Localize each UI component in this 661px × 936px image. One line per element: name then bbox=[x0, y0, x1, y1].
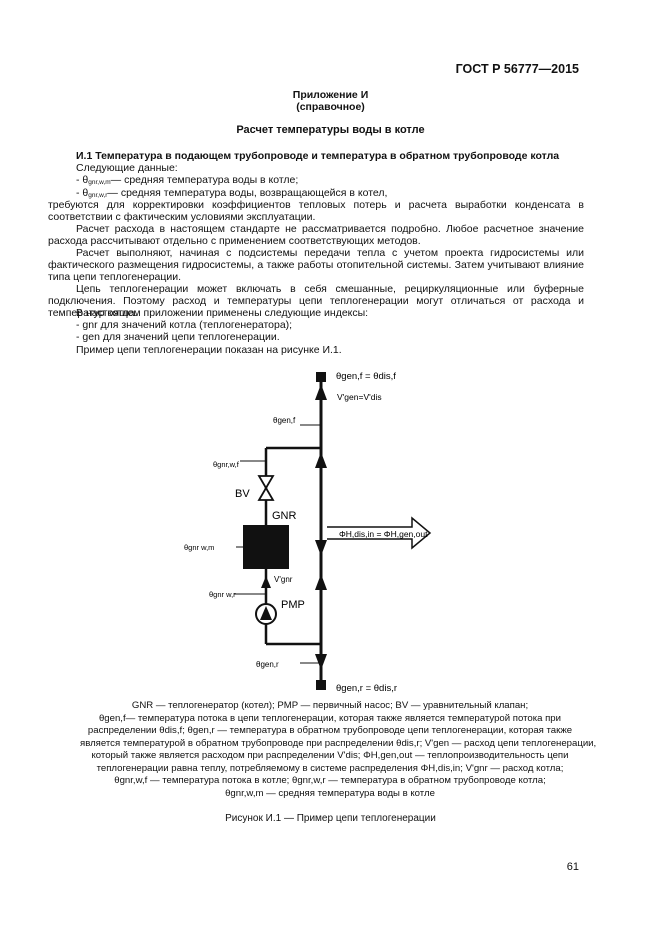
bottom-node bbox=[316, 680, 326, 690]
figure-legend: GNR — теплогенератор (котел); PMP — перв… bbox=[80, 700, 597, 800]
paragraph: требуются для корректировки коэффициенто… bbox=[48, 199, 584, 224]
list-item: - gnr для значений котла (теплогенератор… bbox=[76, 319, 293, 332]
legend-line: θgen,f— температура потока в цепи теплог… bbox=[98, 712, 562, 724]
legend-line: распределении θdis,f; θgen,r — температу… bbox=[87, 725, 573, 736]
label-pmp: PMP bbox=[281, 599, 305, 611]
appendix-title: Приложение И bbox=[292, 89, 369, 101]
label-bv: BV bbox=[235, 488, 250, 500]
label-flow: V'gen=V'dis bbox=[337, 392, 382, 402]
label-gnr-w-f: θgnr,w,f bbox=[213, 460, 240, 469]
label-gen-f: θgen,f bbox=[273, 416, 296, 425]
paragraph: Следующие данные: bbox=[76, 162, 178, 175]
top-node bbox=[316, 372, 326, 382]
paragraph: В настоящем приложении применены следующ… bbox=[76, 307, 369, 319]
list-item: - θgnr,w,r— средняя температура воды, во… bbox=[76, 186, 388, 199]
flow-arrow-down bbox=[315, 654, 327, 670]
standard-header: ГОСТ Р 56777—2015 bbox=[455, 62, 579, 76]
flow-arrow-up bbox=[315, 384, 327, 400]
flow-arrow-up bbox=[315, 574, 327, 590]
legend-line: который также является расходом при расп… bbox=[91, 750, 569, 761]
paragraph: Расчет расхода в настоящем стандарте не … bbox=[48, 223, 584, 248]
list-item: - θgnr,w,m— средняя температура воды в к… bbox=[76, 174, 299, 187]
paragraph: Пример цепи теплогенерации показан на ри… bbox=[76, 343, 342, 356]
section-title: Расчет температуры воды в котле bbox=[236, 124, 425, 136]
paragraph: Расчет выполняют, начиная с подсистемы п… bbox=[48, 247, 584, 284]
heat-output-arrow bbox=[327, 516, 432, 550]
body-text: И.1 Температура в подающем трубопроводе … bbox=[76, 150, 584, 199]
valve-bv bbox=[257, 475, 275, 490]
boiler-gnr bbox=[243, 525, 289, 569]
label-gnr-w-m: θgnr w,m bbox=[184, 543, 214, 552]
label-bottom: θgen,r = θdis,r bbox=[336, 683, 397, 694]
flow-arrow-down bbox=[315, 540, 327, 556]
appendix-subtitle: (справочное) bbox=[296, 101, 365, 113]
list-item: - gen для значений цепи теплогенерации. bbox=[76, 331, 280, 344]
flow-arrow-up bbox=[315, 452, 327, 468]
legend-line: теплогенерации равна теплу, потребляемом… bbox=[96, 762, 564, 774]
legend-line: θgnr,w,m — средняя температура воды в ко… bbox=[225, 787, 435, 799]
legend-line: GNR — теплогенератор (котел); PMP — перв… bbox=[131, 700, 529, 711]
legend-line: является температурой в обратном трубопр… bbox=[80, 737, 597, 749]
list: В настоящем приложении применены следующ… bbox=[76, 307, 584, 356]
label-gnr-w-r: θgnr w,r bbox=[209, 590, 236, 599]
subsection-heading: И.1 Температура в подающем трубопроводе … bbox=[76, 150, 560, 162]
label-heat-flow: ΦH,dis,in = ΦH,gen,out bbox=[339, 529, 428, 539]
page-number: 61 bbox=[566, 861, 579, 873]
label-top: θgen,f = θdis,f bbox=[336, 371, 396, 382]
label-gnr: GNR bbox=[272, 510, 297, 522]
figure-title: Рисунок И.1 — Пример цепи теплогенерации bbox=[225, 813, 436, 824]
paragraph: Цепь теплогенерации может включать в себ… bbox=[48, 283, 584, 320]
label-gen-r: θgen,r bbox=[256, 660, 279, 669]
legend-line: θgnr,w,f — температура потока в котле; θ… bbox=[114, 775, 546, 786]
label-v-gnr: V'gnr bbox=[274, 575, 293, 584]
